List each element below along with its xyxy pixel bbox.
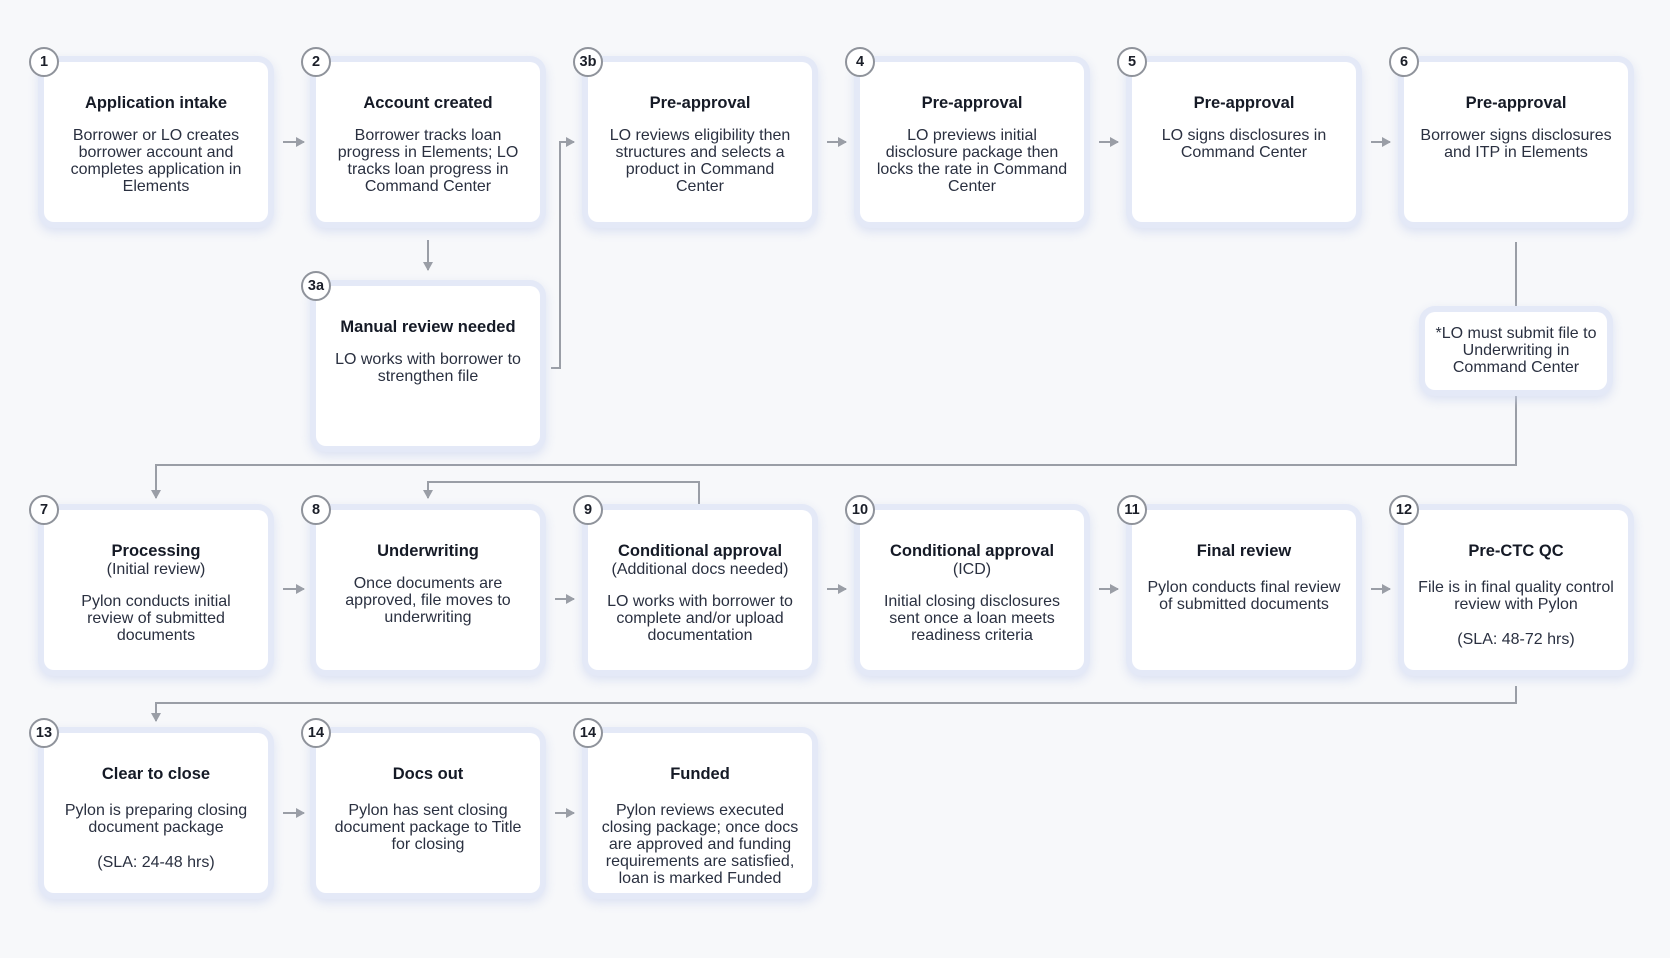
step-title: Conditional approval — [889, 542, 1055, 560]
step-title: Conditional approval — [617, 542, 783, 560]
step-description: LO reviews eligibility then structures a… — [609, 127, 791, 195]
step-description: Pylon has sent closing document package … — [334, 802, 522, 853]
step-title: Underwriting — [377, 542, 479, 560]
step-card-processing: Processing (Initial review) Pylon conduc… — [44, 510, 268, 670]
step-title: Clear to close — [101, 765, 211, 783]
step-card-pre-approval-6: Pre-approval Borrower signs disclosures … — [1404, 62, 1628, 222]
step-card-clear-to-close: Clear to close Pylon is preparing closin… — [44, 733, 268, 893]
step-subtitle: (ICD) — [952, 561, 992, 578]
step-number-badge: 11 — [1117, 495, 1147, 525]
step-card-pre-ctc-qc: Pre-CTC QC File is in final quality cont… — [1404, 510, 1628, 670]
step-description: LO signs disclosures in Command Center — [1161, 127, 1327, 161]
step-description: Pylon reviews executed closing package; … — [601, 802, 799, 887]
step-card-docs-out: Docs out Pylon has sent closing document… — [316, 733, 540, 893]
step-title: Account created — [363, 94, 493, 112]
step-card-pre-approval-3b: Pre-approval LO reviews eligibility then… — [588, 62, 812, 222]
step-number-badge: 2 — [301, 47, 331, 77]
step-number-badge: 13 — [29, 718, 59, 748]
step-card-conditional-approval-docs: Conditional approval (Additional docs ne… — [588, 510, 812, 670]
step-title: Manual review needed — [340, 318, 516, 336]
step-number-badge: 9 — [573, 495, 603, 525]
step-number-badge: 12 — [1389, 495, 1419, 525]
step-title: Docs out — [392, 765, 464, 783]
arrow-note-to-7 — [151, 392, 1517, 499]
step-card-manual-review: Manual review needed LO works with borro… — [316, 286, 540, 446]
step-title: Pre-approval — [1465, 94, 1567, 112]
step-title: Pre-approval — [921, 94, 1023, 112]
step-title: Pre-approval — [649, 94, 751, 112]
step-card-underwriting: Underwriting Once documents are approved… — [316, 510, 540, 670]
step-title: Funded — [670, 765, 730, 783]
step-sla: (SLA: 48-72 hrs) — [1457, 631, 1575, 648]
step-number-badge: 10 — [845, 495, 875, 525]
step-description: Pylon conducts final review of submitted… — [1147, 579, 1341, 613]
step-card-funded: Funded Pylon reviews executed closing pa… — [588, 733, 812, 893]
step-title: Application intake — [84, 94, 228, 112]
step-number-badge: 3b — [573, 47, 603, 77]
step-description: Pylon is preparing closing document pack… — [64, 802, 248, 836]
step-description: LO works with borrower to strengthen fil… — [335, 351, 521, 385]
step-description: Borrower or LO creates borrower account … — [70, 127, 242, 195]
step-description: Borrower signs disclosures and ITP in El… — [1420, 127, 1612, 161]
step-number-badge: 14 — [573, 718, 603, 748]
step-description: Borrower tracks loan progress in Element… — [337, 127, 519, 195]
step-number-badge: 14 — [301, 718, 331, 748]
step-sla: (SLA: 24-48 hrs) — [97, 854, 215, 871]
step-description: File is in final quality control review … — [1418, 579, 1614, 613]
step-description: Initial closing disclosures sent once a … — [883, 593, 1061, 644]
underwriting-submission-note: *LO must submit file to Underwriting in … — [1425, 312, 1607, 390]
step-description: LO previews initial disclosure package t… — [876, 127, 1068, 195]
step-title: Final review — [1196, 542, 1292, 560]
step-title: Processing — [111, 542, 201, 560]
step-number-badge: 3a — [301, 271, 331, 301]
arrow-9-to-8 — [423, 481, 700, 508]
step-card-final-review: Final review Pylon conducts final review… — [1132, 510, 1356, 670]
step-card-conditional-approval-icd: Conditional approval (ICD) Initial closi… — [860, 510, 1084, 670]
step-description: LO works with borrower to complete and/o… — [607, 593, 793, 644]
step-title: Pre-CTC QC — [1468, 542, 1564, 560]
step-card-account-created: Account created Borrower tracks loan pro… — [316, 62, 540, 222]
step-number-badge: 6 — [1389, 47, 1419, 77]
step-number-badge: 5 — [1117, 47, 1147, 77]
step-number-badge: 1 — [29, 47, 59, 77]
arrow-3a-to-3b — [551, 137, 575, 369]
step-subtitle: (Initial review) — [106, 561, 206, 578]
step-title: Pre-approval — [1193, 94, 1295, 112]
arrow-12-to-13 — [151, 686, 1517, 722]
step-description: Pylon conducts initial review of submitt… — [81, 593, 231, 644]
step-subtitle: (Additional docs needed) — [611, 561, 789, 578]
step-number-badge: 7 — [29, 495, 59, 525]
step-card-application-intake: Application intake Borrower or LO create… — [44, 62, 268, 222]
step-description: Once documents are approved, file moves … — [345, 575, 511, 626]
step-card-pre-approval-4: Pre-approval LO previews initial disclos… — [860, 62, 1084, 222]
step-number-badge: 8 — [301, 495, 331, 525]
step-number-badge: 4 — [845, 47, 875, 77]
step-card-pre-approval-5: Pre-approval LO signs disclosures in Com… — [1132, 62, 1356, 222]
